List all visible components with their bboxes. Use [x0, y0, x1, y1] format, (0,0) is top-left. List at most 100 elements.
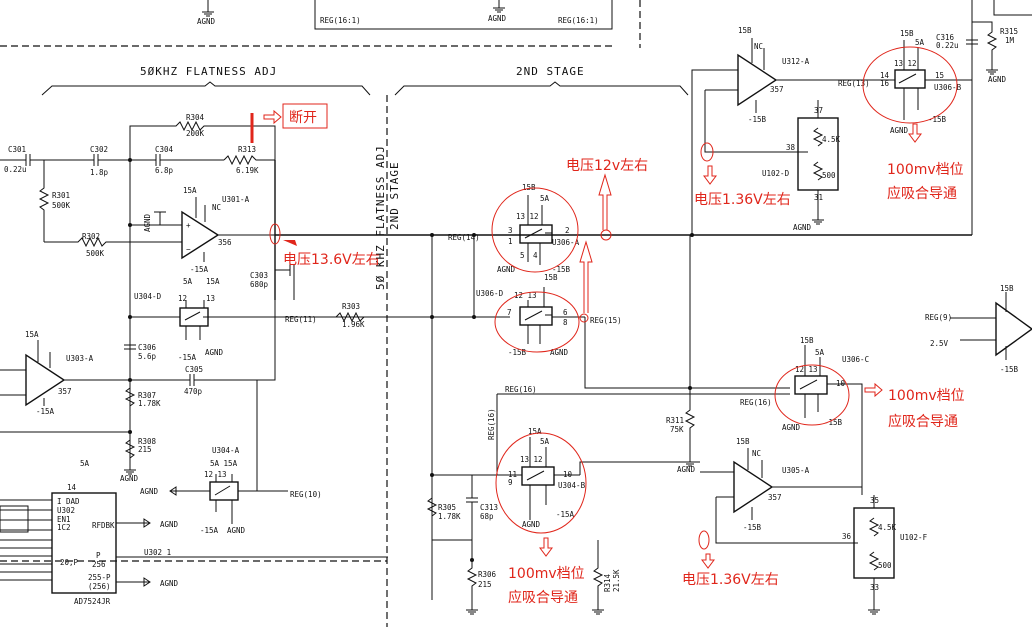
- u305-ref: U305-A: [782, 466, 810, 475]
- svg-text:35: 35: [870, 496, 879, 505]
- top-agnd-2: AGND: [488, 14, 507, 23]
- svg-text:37: 37: [814, 106, 823, 115]
- c305-value: 470p: [184, 387, 203, 396]
- svg-text:5A: 5A: [815, 348, 825, 357]
- svg-text:-15B: -15B: [552, 265, 571, 274]
- annotation-open: 断开: [289, 110, 317, 126]
- c303-value: 680p: [250, 280, 269, 289]
- u306d-ref: U306-D: [476, 289, 504, 298]
- u304b-reg-label: REG(16): [505, 385, 537, 394]
- r314-value: 21.5K: [612, 569, 621, 592]
- u312-neg: -15B: [748, 115, 767, 124]
- r313-value: 6.19K: [236, 166, 259, 175]
- annotation-v13-6: 电压13.6V左右: [283, 252, 380, 268]
- c313-value: 68p: [480, 512, 494, 521]
- u312-ref: U312-A: [782, 57, 810, 66]
- svg-text:5A: 5A: [540, 194, 550, 203]
- u305-pos: 15B: [736, 437, 750, 446]
- svg-text:5A: 5A: [80, 459, 90, 468]
- u102d-r1: 4.5K: [822, 135, 841, 144]
- arrow-icon: [283, 240, 297, 246]
- svg-text:15B: 15B: [1000, 284, 1014, 293]
- annotation-v1-36-top: 电压1.36V左右: [694, 192, 791, 208]
- annotation-mv100-c1: 100mv档位: [508, 566, 585, 582]
- arrow-icon: [539, 537, 553, 557]
- svg-text:AGND: AGND: [677, 465, 696, 474]
- r307-value: 1.78K: [138, 399, 161, 408]
- c302-ref: C302: [90, 145, 108, 154]
- svg-text:AGND: AGND: [205, 348, 224, 357]
- u301-pos: 15A: [183, 186, 197, 195]
- bottom-grounds: [466, 609, 880, 615]
- svg-text:13: 13: [206, 294, 215, 303]
- r301-ref: R301: [52, 191, 70, 200]
- u303-ref: U303-A: [66, 354, 94, 363]
- svg-text:16: 16: [880, 79, 890, 88]
- u306a-ref: U306-A: [552, 238, 580, 247]
- svg-text:-15B: -15B: [1000, 365, 1019, 374]
- u102f-r1: 4.5K: [878, 523, 897, 532]
- svg-text:38: 38: [786, 143, 796, 152]
- top-agnd-1: AGND: [197, 17, 216, 26]
- u305-part: 357: [768, 493, 782, 502]
- c306-value: 5.6p: [138, 352, 157, 361]
- svg-text:−: −: [186, 245, 191, 254]
- vertical-title-1: 5Ø KHZ FLATNESS ADJ: [374, 145, 387, 290]
- mid-section-title: 2ND STAGE: [516, 65, 585, 78]
- u301-ref: U301-A: [222, 195, 250, 204]
- svg-text:-15B: -15B: [928, 115, 947, 124]
- svg-text:12 13: 12 13: [514, 291, 537, 300]
- r303-value: 1.96K: [342, 320, 365, 329]
- annotation-v12: 电压12v左右: [566, 158, 648, 174]
- svg-text:15A: 15A: [206, 277, 220, 286]
- svg-text:AGND: AGND: [890, 126, 909, 135]
- svg-text:11: 11: [508, 470, 517, 479]
- u312-pos: 15B: [738, 26, 752, 35]
- svg-text:256: 256: [92, 560, 106, 569]
- c302-value: 1.8p: [90, 168, 109, 177]
- svg-text:36: 36: [842, 532, 852, 541]
- svg-text:AGND: AGND: [143, 213, 152, 232]
- u102d-ref: U102-D: [762, 169, 790, 178]
- svg-text:AGND: AGND: [160, 520, 179, 529]
- svg-text:REG(16): REG(16): [487, 408, 496, 440]
- svg-text:5A: 5A: [540, 437, 550, 446]
- svg-text:P: P: [96, 551, 101, 560]
- svg-text:I DAD: I DAD: [57, 497, 80, 506]
- svg-text:NC: NC: [752, 449, 761, 458]
- section-titles: 5ØKHZ FLATNESS ADJ 2ND STAGE 5Ø KHZ FLAT…: [0, 65, 689, 627]
- svg-text:-15B: -15B: [824, 418, 843, 427]
- u303-part: 357: [58, 387, 72, 396]
- svg-text:(256): (256): [88, 582, 111, 591]
- arrow-icon: [701, 553, 715, 569]
- annotation-mv100-b1: 100mv档位: [888, 388, 965, 404]
- u302-ref: U302: [57, 506, 75, 515]
- u303-neg: -15A: [36, 407, 55, 416]
- u301-neg: -15A: [190, 265, 209, 274]
- svg-text:6: 6: [563, 308, 568, 317]
- svg-text:AGND: AGND: [782, 423, 801, 432]
- svg-text:AGND: AGND: [160, 579, 179, 588]
- svg-text:15: 15: [935, 71, 944, 80]
- r308-value: 215: [138, 445, 152, 454]
- svg-text:5A: 5A: [915, 38, 925, 47]
- r307-ref: R307: [138, 391, 156, 400]
- u102f-ref: U102-F: [900, 533, 928, 542]
- svg-text:31: 31: [814, 193, 823, 202]
- svg-text:15B: 15B: [900, 29, 914, 38]
- svg-text:-15A: -15A: [556, 510, 575, 519]
- svg-text:15B: 15B: [522, 183, 536, 192]
- svg-text:-15A: -15A: [178, 353, 197, 362]
- svg-text:-15A: -15A: [200, 526, 219, 535]
- u301-part: 356: [218, 238, 232, 247]
- top-region: AGND AGND REG(16:1) REG(16:1): [0, 0, 1032, 48]
- svg-text:-15B: -15B: [508, 348, 527, 357]
- u302-part: AD7524JR: [74, 597, 111, 606]
- c301-value: 0.22u: [4, 165, 27, 174]
- svg-text:AGND: AGND: [120, 474, 139, 483]
- r313-ref: R313: [238, 145, 256, 154]
- u304a-ref: U304-A: [212, 446, 240, 455]
- svg-text:13 12: 13 12: [894, 59, 917, 68]
- c304-ref: C304: [155, 145, 174, 154]
